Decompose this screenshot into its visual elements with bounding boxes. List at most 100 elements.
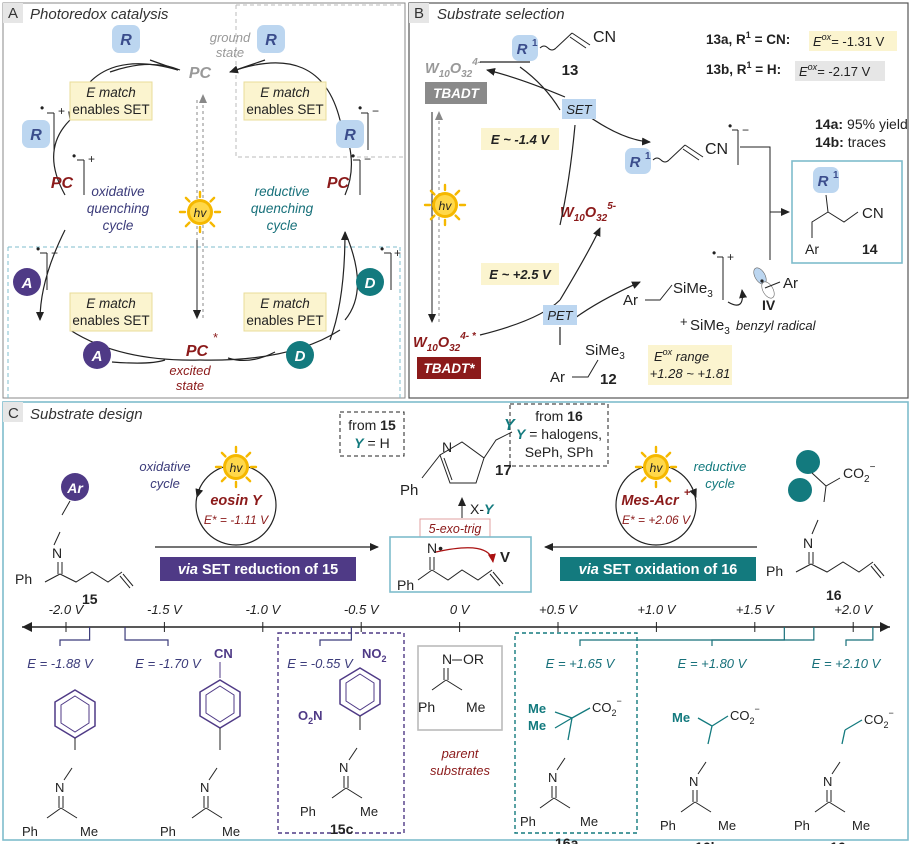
svg-text:A: A (91, 348, 103, 365)
svg-text:Ph: Ph (22, 824, 38, 839)
svg-text:CO2−: CO2− (592, 696, 622, 718)
panel-b: B Substrate selection R 1 CN 13 13a, R1 … (408, 2, 909, 399)
ground-dashed-box (235, 4, 403, 158)
svg-text:R: R (517, 41, 528, 58)
svg-text:hv: hv (650, 461, 664, 475)
svg-text:SiMe3: SiMe3 (690, 317, 730, 337)
e-marker-label: E = +1.65 V (546, 656, 616, 671)
svg-text:Ph: Ph (160, 824, 176, 839)
r-radical-cation: R •+ (22, 101, 65, 150)
svg-text:SiMe3: SiMe3 (585, 342, 625, 362)
r-label: R (30, 127, 42, 144)
svg-text:D: D (365, 275, 376, 292)
axis-tick-label: +0.5 V (539, 602, 578, 617)
svg-text:hv: hv (439, 199, 453, 213)
svg-text:W10O325-: W10O325- (560, 201, 617, 224)
svg-text:+: + (394, 246, 401, 260)
svg-text:V: V (500, 549, 510, 566)
svg-text:•: • (358, 101, 362, 115)
pc-ground: PC (189, 65, 212, 82)
substrate-16b: Me CO2− N Ph Me 16b (660, 704, 760, 844)
svg-text:benzyl radical: benzyl radical (736, 318, 817, 333)
pet-tag (543, 305, 577, 325)
axis-tick-label: +1.5 V (736, 602, 775, 617)
e-minus-box: E ~ -1.4 V (481, 128, 559, 150)
svg-text:PC: PC (186, 343, 209, 360)
svg-text:•: • (351, 149, 355, 163)
svg-text:E ~ +2.5 V: E ~ +2.5 V (489, 267, 552, 282)
e-marker-line (845, 627, 874, 646)
substrate-15b: CN N Ph Me 15b (160, 646, 241, 839)
svg-text:enables SET: enables SET (72, 313, 149, 328)
svg-text:16: 16 (826, 587, 842, 603)
svg-text:Mes-Acr: Mes-Acr (621, 493, 680, 509)
axis-tick-label: -1.0 V (245, 602, 281, 617)
svg-text:CO2−: CO2− (730, 704, 760, 726)
svg-text:Me: Me (672, 710, 690, 725)
a-radical-anion: A •− (13, 242, 58, 296)
svg-text:Ar: Ar (550, 369, 565, 386)
svg-text:Ph: Ph (794, 818, 810, 833)
svg-text:Me: Me (580, 814, 598, 829)
svg-text:Ar: Ar (623, 292, 638, 309)
panel-c-letter: C (8, 405, 19, 422)
d-neutral: D (286, 341, 314, 369)
svg-text:N•: N• (427, 540, 443, 556)
svg-text:Eox= -1.31 V: Eox= -1.31 V (813, 32, 885, 49)
entry-13b: 13b, R1 = H: Eox= -2.17 V (706, 60, 885, 81)
silane-12: Ar SiMe3 12 (550, 342, 625, 388)
svg-text:Ph: Ph (397, 577, 414, 593)
svg-text:Y: Y (504, 417, 516, 434)
svg-text:Eox= -2.17 V: Eox= -2.17 V (799, 62, 871, 79)
panel-c-frame (2, 401, 909, 841)
svg-text:−: − (742, 123, 749, 137)
svg-text:Me: Me (718, 818, 736, 833)
r-top-left: R (112, 25, 140, 53)
axis-tick-label: +2.0 V (834, 602, 873, 617)
a-neutral: A (83, 341, 111, 369)
svg-text:•: • (40, 101, 44, 115)
svg-text:*: * (213, 330, 218, 345)
svg-text:13: 13 (562, 62, 579, 79)
e-marker-label: E = -1.88 V (27, 656, 94, 671)
svg-text:N: N (200, 780, 209, 795)
eox-range-box: Eox range +1.28 ~ +1.81 (648, 345, 732, 385)
svg-text:enables PET: enables PET (246, 313, 323, 328)
svg-text:12: 12 (600, 371, 617, 388)
svg-text:17: 17 (495, 462, 512, 479)
svg-text:CN: CN (705, 141, 728, 158)
svg-text:•: • (712, 246, 716, 260)
svg-text:16a: 16a (555, 835, 579, 844)
panel-b-title: Substrate selection (437, 6, 565, 23)
svg-text:Me: Me (80, 824, 98, 839)
svg-text:TBADT: TBADT (433, 86, 480, 101)
via-oxidation-banner: via SET oxidation of 16 (560, 557, 756, 581)
set-tag (562, 99, 596, 119)
via-reduction-banner: via SET reduction of 15 (160, 557, 356, 581)
panel-a-letter: A (8, 5, 18, 22)
from-15-box: from 15 Y = H (339, 411, 405, 457)
decatungstate-excited: W10O324- * TBADT* (413, 331, 481, 379)
svg-text:N: N (689, 774, 698, 789)
svg-text:Y = H: Y = H (354, 435, 389, 451)
svg-text:R: R (630, 154, 641, 171)
yield-14a: 14a:95% yield (815, 116, 908, 132)
svg-text:Ph: Ph (300, 804, 316, 819)
svg-text:E ~ -1.4 V: E ~ -1.4 V (491, 132, 550, 147)
e-marker-label: E = +2.10 V (812, 656, 882, 671)
decatungstate-reduced: W10O325- (560, 201, 617, 224)
svg-text:Ph: Ph (15, 571, 32, 587)
r-radical-anion: R •− (336, 101, 379, 150)
decatungstate-ground: W10O324- TBADT (425, 57, 487, 104)
svg-text:Y = halogens,: Y = halogens, (516, 426, 602, 442)
svg-text:E match: E match (260, 85, 310, 100)
e-marker-line (711, 627, 815, 646)
svg-text:E match: E match (86, 85, 136, 100)
